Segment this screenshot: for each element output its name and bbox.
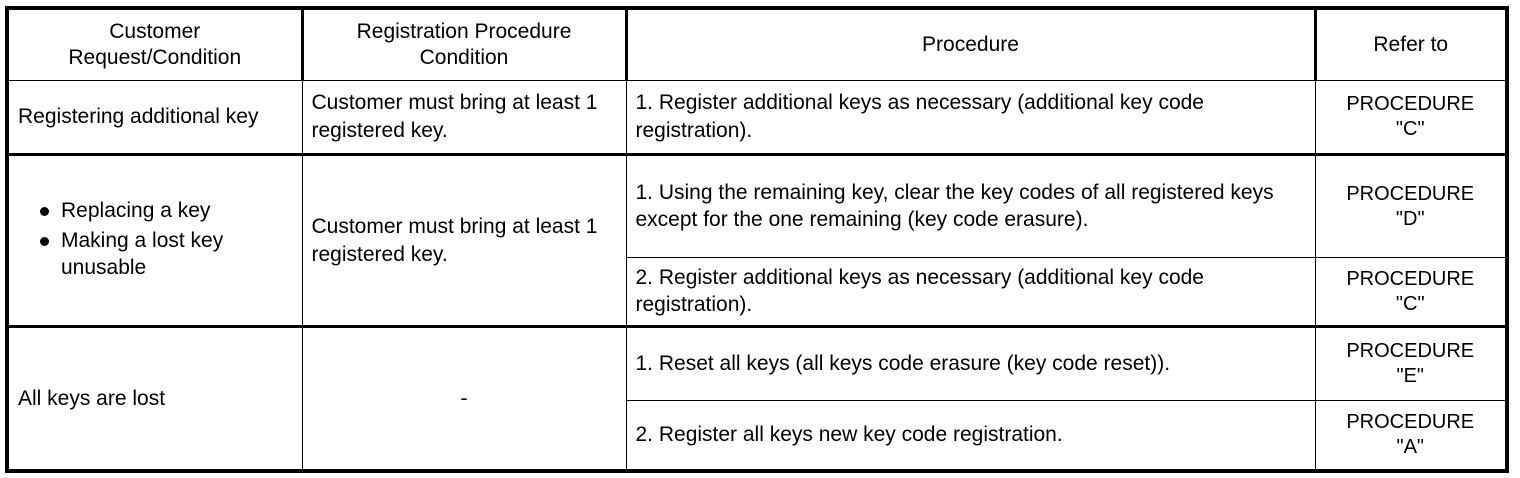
table-row: All keys are lost - 1. Reset all keys (a… xyxy=(6,325,1508,471)
cell-refer-to: PROCEDURE "C" xyxy=(1314,257,1508,327)
cell-refer-to: PROCEDURE "A" xyxy=(1314,400,1508,471)
registration-condition-text: - xyxy=(460,386,468,410)
column-header-registration-procedure-condition: Registration Procedure Condition xyxy=(301,7,628,81)
refer-to-line-2: "E" xyxy=(1396,365,1425,387)
list-item: Replacing a key xyxy=(40,197,302,225)
refer-to-line-2: "C" xyxy=(1395,292,1425,315)
request-condition-text: All keys are lost xyxy=(18,386,166,410)
cell-refer-to: PROCEDURE "C" xyxy=(1314,80,1508,155)
registration-condition-text: Customer must bring at least 1 registere… xyxy=(311,215,598,266)
procedure-text: 2. Register all keys new key code regist… xyxy=(635,422,1063,446)
refer-to-value: PROCEDURE "A" xyxy=(1316,406,1506,464)
cell-registration-condition: Customer must bring at least 1 registere… xyxy=(301,80,627,155)
procedure-text: 2. Register additional keys as necessary… xyxy=(635,265,1204,316)
cell-registration-condition: - xyxy=(301,325,627,471)
refer-to-line-1: PROCEDURE xyxy=(1346,182,1475,205)
refer-to-line-2: "C" xyxy=(1395,118,1425,140)
request-condition-bullet-list: Replacing a key Making a lost key unusab… xyxy=(9,197,302,282)
header-row: Customer Request/Condition Registration … xyxy=(6,7,1508,81)
list-item: Making a lost key unusable xyxy=(40,227,302,282)
cell-request-condition: All keys are lost xyxy=(6,325,303,471)
refer-to-line-1: PROCEDURE xyxy=(1346,410,1475,433)
procedure-text: 1. Register additional keys as necessary… xyxy=(635,91,1204,142)
table-header: Customer Request/Condition Registration … xyxy=(6,7,1508,81)
request-condition-text: Registering additional key xyxy=(18,104,259,128)
refer-to-line-1: PROCEDURE xyxy=(1346,340,1475,362)
procedure-text: 1. Using the remaining key, clear the ke… xyxy=(635,180,1274,231)
refer-to-line-2: "A" xyxy=(1396,435,1425,458)
procedure-text: 1. Reset all keys (all keys code erasure… xyxy=(635,351,1171,375)
refer-to-line-1: PROCEDURE xyxy=(1346,267,1475,290)
column-header-refer-to: Refer to xyxy=(1314,7,1508,81)
table-row: 2. Register additional keys as necessary… xyxy=(7,257,1508,327)
cell-procedure: 1. Reset all keys (all keys code erasure… xyxy=(625,325,1316,401)
header-line-2: Request/Condition xyxy=(68,46,242,69)
header-line-1: Registration Procedure xyxy=(356,20,572,44)
cell-refer-to: PROCEDURE "E" xyxy=(1314,325,1508,401)
refer-to-value: PROCEDURE "C" xyxy=(1316,263,1506,321)
refer-to-value: PROCEDURE "C" xyxy=(1316,88,1506,146)
cell-procedure: 1. Using the remaining key, clear the ke… xyxy=(625,153,1316,258)
table-body: Registering additional key Customer must… xyxy=(6,80,1508,471)
cell-procedure: 2. Register all keys new key code regist… xyxy=(625,400,1316,471)
column-header-customer-request-condition: Customer Request/Condition xyxy=(6,7,304,81)
table-row: Replacing a key Making a lost key unusab… xyxy=(6,153,1508,327)
header-line-1: Procedure xyxy=(922,33,1019,57)
registration-condition-text: Customer must bring at least 1 registere… xyxy=(311,91,598,142)
header-line-2: Condition xyxy=(419,46,509,69)
refer-to-value: PROCEDURE "E" xyxy=(1316,335,1506,393)
cell-request-condition: Registering additional key xyxy=(6,80,303,155)
refer-to-value: PROCEDURE "D" xyxy=(1316,178,1506,236)
key-registration-table: Customer Request/Condition Registration … xyxy=(5,6,1509,473)
refer-to-line-1: PROCEDURE xyxy=(1346,93,1475,115)
bullet-text: Making a lost key unusable xyxy=(61,228,224,280)
header-line-1: Customer xyxy=(109,20,201,44)
cell-procedure: 1. Register additional keys as necessary… xyxy=(625,80,1316,155)
cell-procedure: 2. Register additional keys as necessary… xyxy=(625,257,1316,327)
table-row: 2. Register all keys new key code regist… xyxy=(7,400,1508,471)
bullet-text: Replacing a key xyxy=(61,198,211,222)
table-row: Registering additional key Customer must… xyxy=(6,80,1508,155)
cell-request-condition-bullets: Replacing a key Making a lost key unusab… xyxy=(6,153,303,327)
cell-registration-condition: Customer must bring at least 1 registere… xyxy=(301,153,627,327)
column-header-procedure: Procedure xyxy=(625,7,1317,81)
header-line-1: Refer to xyxy=(1373,33,1449,57)
cell-refer-to: PROCEDURE "D" xyxy=(1314,153,1508,258)
refer-to-line-2: "D" xyxy=(1395,207,1425,230)
